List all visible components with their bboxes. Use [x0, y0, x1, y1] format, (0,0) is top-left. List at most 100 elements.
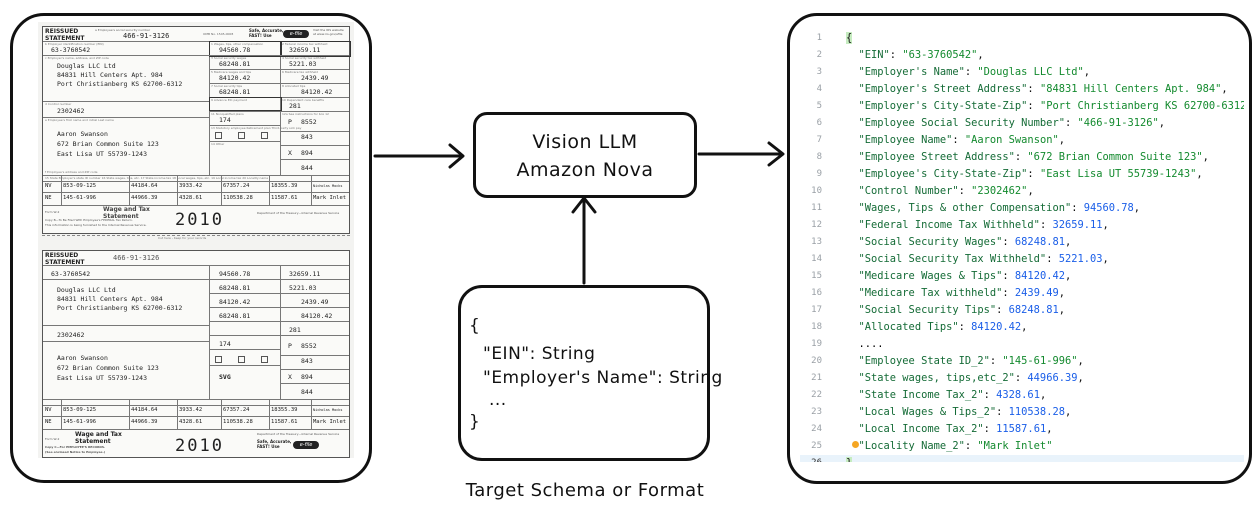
box7-value: 68248.81: [219, 312, 251, 320]
divider: [280, 383, 349, 384]
box5-value: 84120.42: [219, 74, 251, 82]
code-token: :: [1014, 151, 1028, 163]
line-number: 5: [816, 101, 822, 111]
divider: [209, 55, 349, 56]
line-number: 22: [811, 390, 822, 400]
statutory-checkbox: [215, 356, 222, 363]
line-number: 1: [816, 33, 822, 43]
divider: [280, 159, 349, 160]
code-token: "Medicare Tax withheld": [846, 287, 1003, 299]
code-text: "Employer's Name": "Douglas LLC Ltd",: [846, 64, 1091, 81]
code-token: 84120.42: [1014, 270, 1065, 282]
line-number: 9: [816, 169, 822, 179]
code-token: ,: [1133, 202, 1141, 214]
line-number: 3: [816, 67, 822, 77]
box5-label: 5 Medicare wages and tips: [211, 70, 252, 74]
code-token: :: [1027, 168, 1040, 180]
form-label: Form W-2: [45, 210, 60, 214]
employer-street: 84831 Hill Centers Apt. 984: [57, 295, 163, 303]
box11-value: 174: [219, 116, 231, 124]
code-text: "Employee Street Address": "672 Brian Co…: [846, 149, 1209, 166]
code-token: "Employee Social Security Number": [846, 117, 1065, 129]
box12-label: 12a See instructions for box 12: [282, 112, 329, 116]
divider: [311, 175, 312, 205]
line-number: 10: [811, 186, 822, 196]
divider: [43, 416, 349, 417]
schema-to-llm-arrowhead: [571, 196, 597, 214]
code-token: ,: [1064, 406, 1072, 418]
box12d-value: 844: [301, 164, 313, 172]
code-line: 18 "Allocated Tips": 84120.42,: [800, 319, 1244, 336]
box2-value: 32659.11: [289, 46, 321, 54]
form-label: Form W-2: [45, 437, 60, 441]
divider: [209, 307, 349, 308]
state-row2-wages: 44966.39: [131, 419, 158, 425]
code-line: 5 "Employer's City-State-Zip": "Port Chr…: [800, 98, 1244, 115]
box8-value: 84120.42: [301, 312, 333, 320]
control-number: 2302462: [57, 107, 85, 115]
code-token: ,: [1196, 168, 1203, 180]
code-token: "Local Income Tax_2": [846, 423, 984, 435]
safe-accurate-text: Safe, Accurate,FAST! Use: [257, 439, 292, 449]
code-token: "Locality Name_2": [846, 440, 965, 452]
code-line: 24 "Local Income Tax_2": 11587.61,: [800, 421, 1244, 438]
code-token: "Employee's City-State-Zip": [846, 168, 1028, 180]
code-token: 68248.81: [1008, 304, 1059, 316]
code-token: "Employee State ID_2": [846, 355, 990, 367]
safe-accurate-text: Safe, Accurate,FAST! Use: [249, 28, 284, 38]
divider: [209, 321, 349, 322]
code-line: 15 "Medicare Wages & Tips": 84120.42,: [800, 268, 1244, 285]
box12b-value: 843: [301, 133, 313, 141]
control-label: d Control number: [45, 102, 72, 106]
treasury-dept: Department of the Treasury—Internal Reve…: [257, 211, 340, 215]
divider: [129, 175, 130, 205]
box6-label: 6 Medicare tax withheld: [282, 70, 319, 74]
state-row1-state: NV: [45, 183, 52, 189]
divider: [43, 265, 349, 266]
code-token: 84120.42: [971, 321, 1022, 333]
line-number: 8: [816, 152, 822, 162]
code-token: ,: [1158, 117, 1166, 129]
state-row1-tax: 3933.42: [179, 407, 203, 413]
code-text: "EIN": "63-3760542",: [846, 47, 984, 64]
ein-value: 63-3760542: [51, 46, 91, 54]
code-token: ,: [1077, 355, 1084, 367]
box12a-value: 8552: [301, 118, 317, 126]
state-row1-wages: 44184.64: [131, 407, 158, 413]
code-text: "Employer's City-State-Zip": "Port Chris…: [846, 98, 1245, 115]
code-text: "Wages, Tips & other Compensation": 9456…: [846, 200, 1141, 217]
code-token: "State wages, tips,etc_2": [846, 372, 1015, 384]
state-row1-tax: 3933.42: [179, 183, 203, 189]
json-output-editor: 1 {2 "EIN": "63-3760542", 3 "Employer's Na…: [800, 26, 1244, 462]
code-token: ,: [1027, 185, 1034, 197]
box6-value: 2439.49: [301, 74, 329, 82]
code-token: ,: [1021, 321, 1028, 333]
divider: [61, 399, 62, 429]
lightbulb-icon[interactable]: [852, 441, 859, 448]
state-row2-locality: Mark Inlet: [313, 419, 347, 425]
code-line: 26}: [800, 455, 1244, 462]
code-text: {: [846, 30, 853, 47]
copy-label: Copy C—For EMPLOYEE'S RECORDS.: [45, 445, 106, 449]
code-token: :: [996, 406, 1009, 418]
code-line: 10 "Control Number": "2302462",: [800, 183, 1244, 200]
line-number: 18: [811, 322, 822, 332]
divider: [209, 365, 280, 366]
box14-label: 14 Other: [211, 142, 225, 146]
code-token: :: [1002, 270, 1015, 282]
code-token: ,: [1058, 304, 1065, 316]
code-line: 8 "Employee Street Address": "672 Brian …: [800, 149, 1244, 166]
efile-logo: e-file: [293, 441, 319, 449]
state-row1-id: 853-09-125: [63, 183, 97, 189]
divider: [280, 369, 349, 370]
code-line: 9 "Employee's City-State-Zip": "East Lis…: [800, 166, 1244, 183]
box12c-code: X: [288, 373, 292, 381]
schema-employer-name-field: "Employer's Name": String: [483, 368, 723, 388]
code-line: 2 "EIN": "63-3760542",: [800, 47, 1244, 64]
divider: [280, 131, 349, 132]
code-token: 32659.11: [1052, 219, 1103, 231]
code-text: "Employee State ID_2": "145-61-996",: [846, 353, 1084, 370]
json-output-frame: [787, 13, 1252, 484]
box4-value: 5221.03: [289, 284, 317, 292]
